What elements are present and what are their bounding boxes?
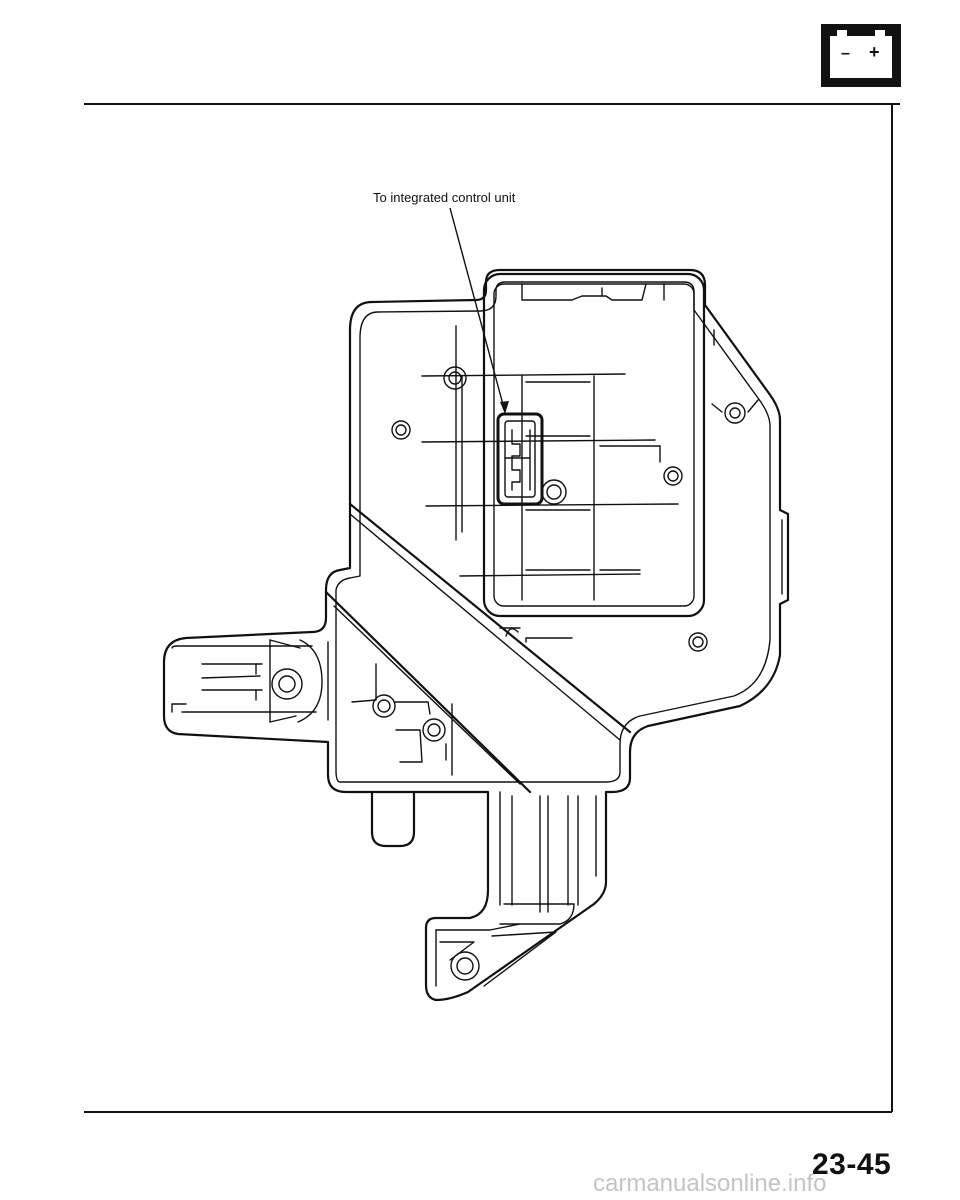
callout-leader-line (449, 207, 509, 414)
battery-section-icon: – + (821, 24, 901, 87)
bottom-tab (370, 790, 416, 848)
upper-tray (482, 272, 715, 618)
lower-ribs (351, 663, 453, 776)
integrated-control-unit-connector (496, 412, 544, 506)
watermark: carmanualsonline.info (593, 1170, 827, 1197)
callout-label: To integrated control unit (373, 190, 516, 205)
left-mounting-tab (171, 639, 329, 723)
page-frame (84, 103, 900, 1113)
mounting-holes (271, 366, 759, 981)
lower-mounting-bracket (435, 791, 597, 987)
battery-plus-sign: + (869, 42, 880, 62)
diagonal-rib (324, 502, 632, 794)
battery-minus-sign: – (841, 45, 850, 62)
fuse-box-housing (162, 268, 790, 1002)
page-number: 23-45 (812, 1148, 892, 1181)
